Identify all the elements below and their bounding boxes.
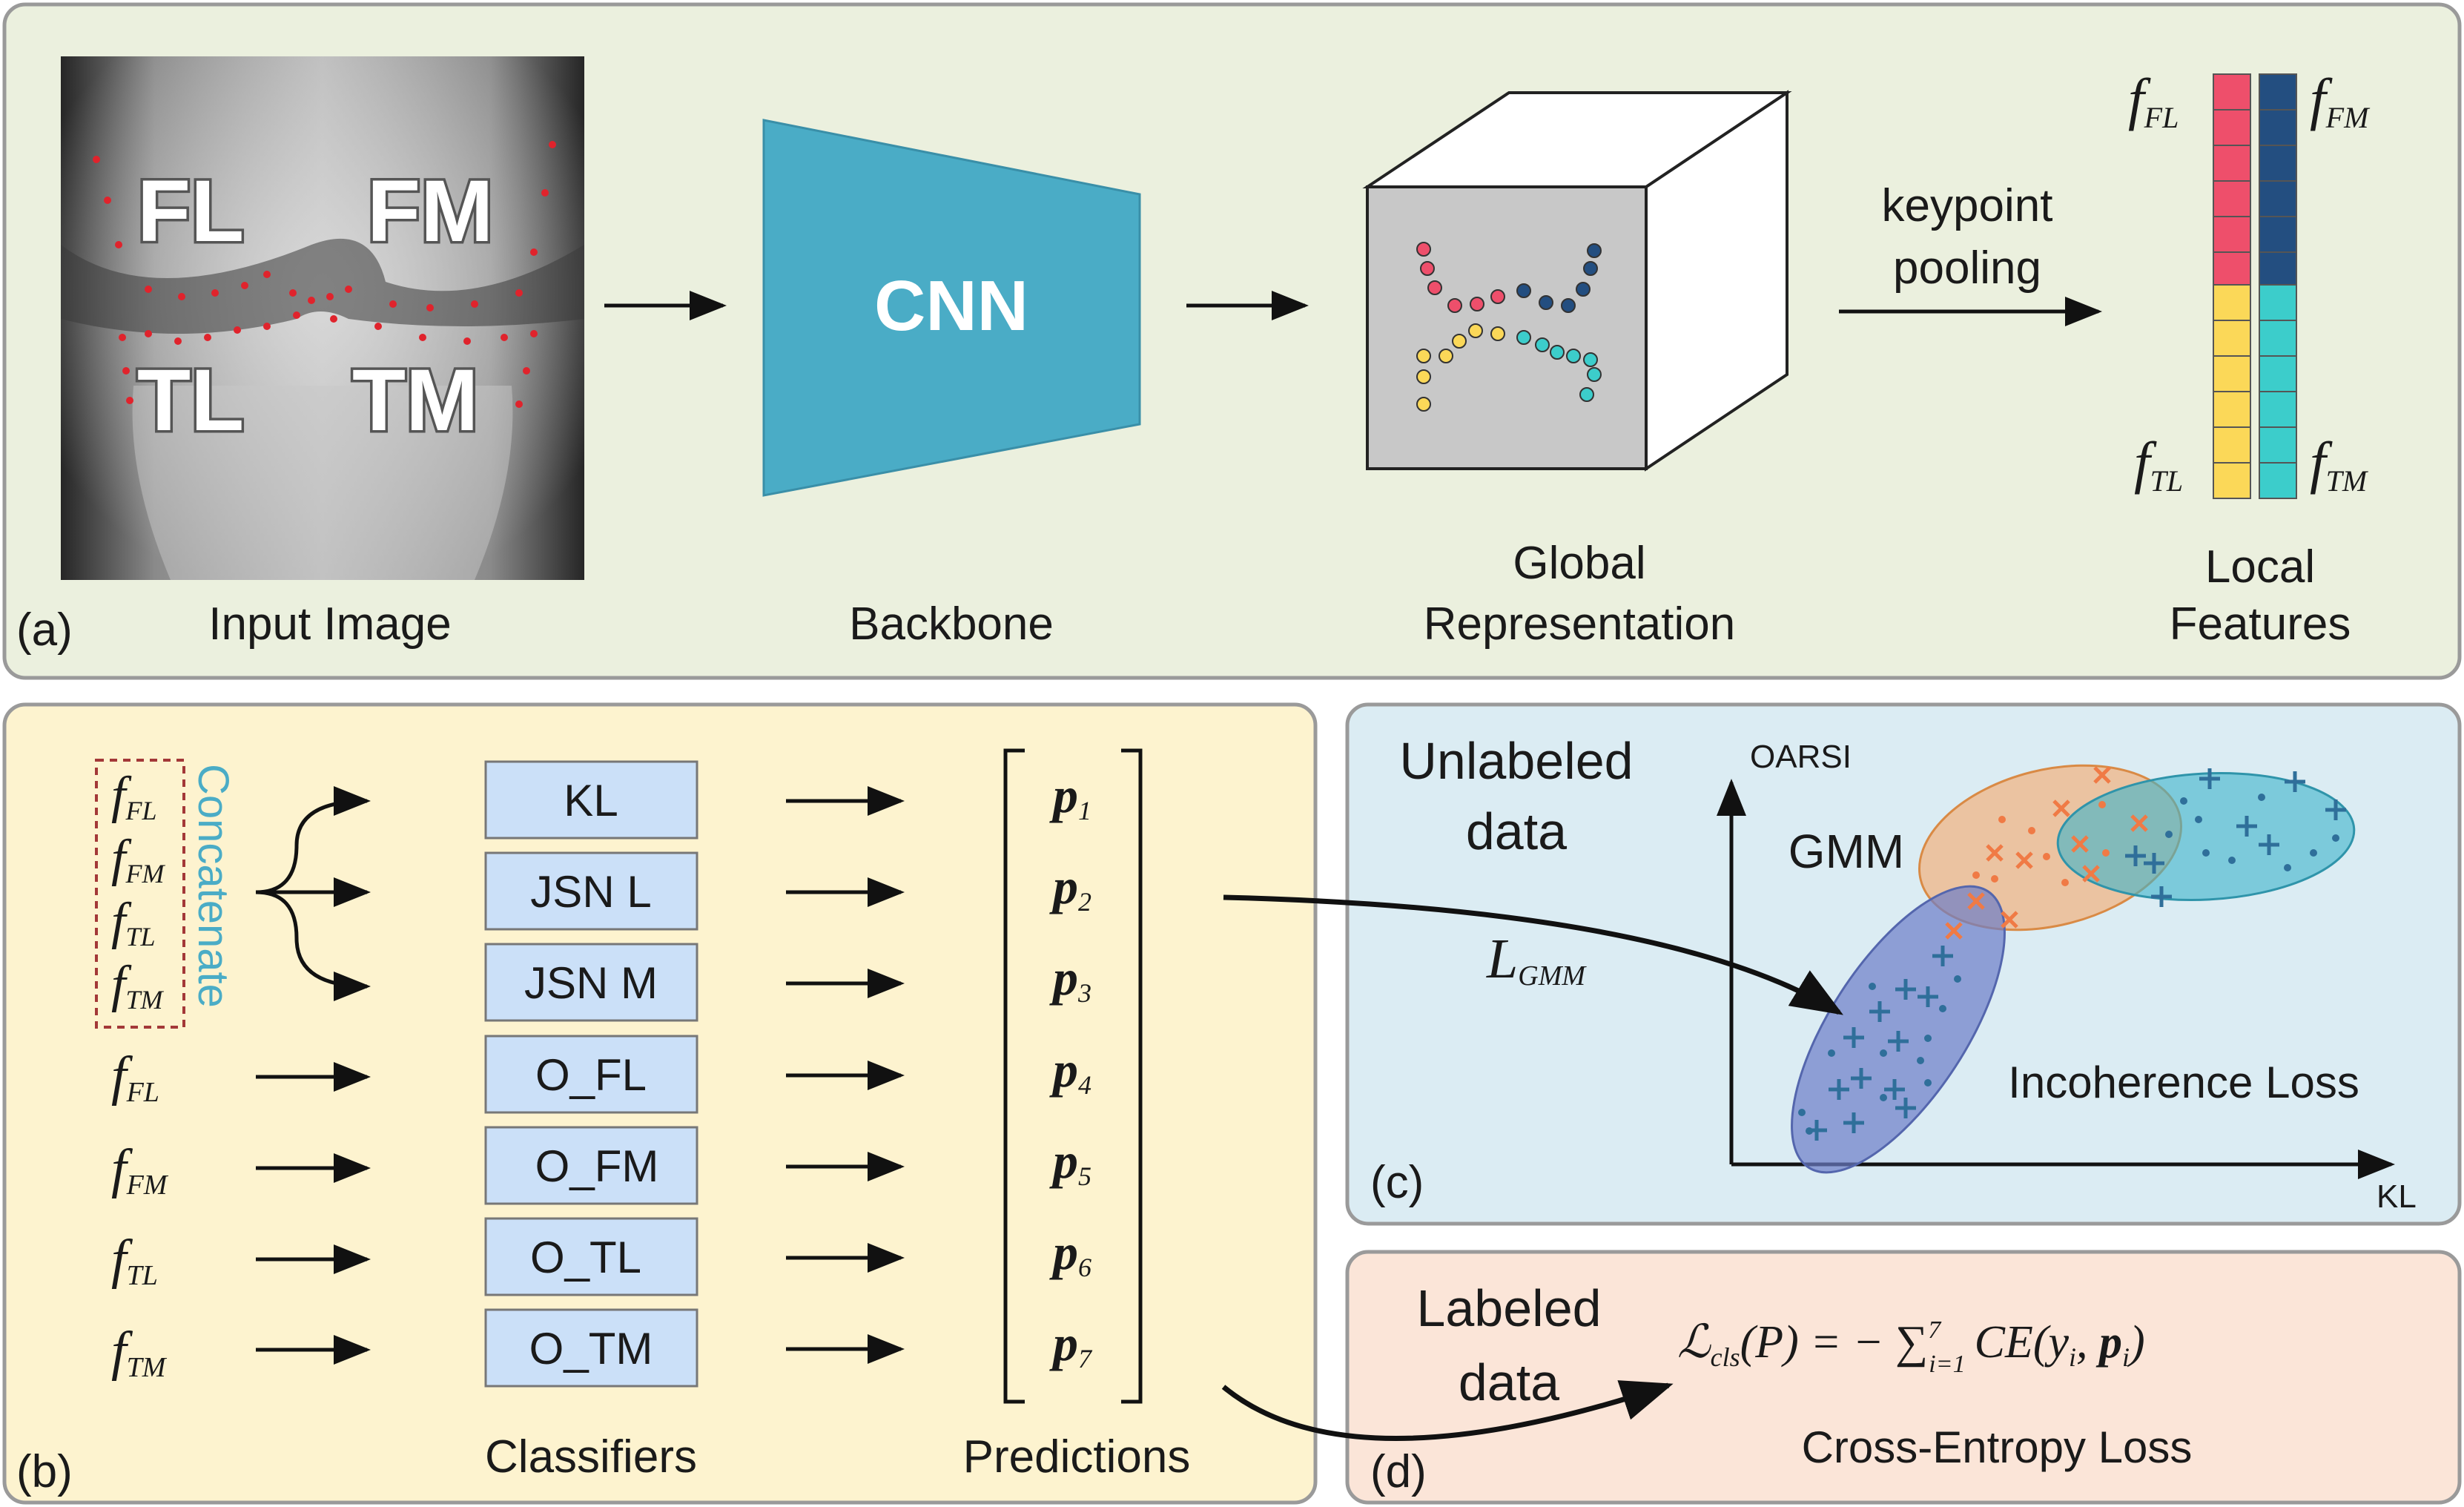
- classifier-label-o-tm: O_TM: [529, 1324, 653, 1374]
- xray-image: FL FM TL TM: [61, 56, 584, 580]
- concatenate-label: Concatenate: [189, 764, 237, 1008]
- keypoint-pooling-line1: keypoint: [1882, 180, 2053, 231]
- classifier-box-jsn-l: [484, 851, 698, 931]
- region-label-tm: TM: [352, 352, 478, 449]
- keypoint-pooling-line2: pooling: [1893, 243, 2041, 294]
- panel-b-letter: (b): [16, 1446, 73, 1497]
- prediction-bracket: [1003, 748, 1143, 1404]
- cluster-dots: [1798, 794, 2339, 1135]
- local-feature-columns: [2213, 73, 2297, 499]
- unlabeled-line2: data: [1466, 802, 1567, 860]
- panel-d-background: [1345, 1250, 2462, 1505]
- region-label-fm: FM: [367, 162, 493, 260]
- prediction-p2: p2: [1049, 858, 1091, 917]
- prediction-p7: p7: [1049, 1315, 1093, 1374]
- prediction-p4: p4: [1049, 1041, 1091, 1100]
- prediction-p6: p6: [1049, 1224, 1091, 1282]
- feature-dots-tm: [1516, 330, 1602, 402]
- classifier-to-prediction-arrows: [786, 786, 905, 1364]
- classifier-label-o-fl: O_FL: [535, 1050, 647, 1100]
- gmm-label: GMM: [1788, 825, 1904, 878]
- classifier-label-kl: KL: [564, 776, 618, 825]
- loss-gmm: LGMM: [1486, 928, 1587, 992]
- cnn-block: [762, 119, 1141, 497]
- arrow-predictions-to-labeled: [1221, 1380, 1674, 1441]
- feature-dots-fm: [1516, 243, 1602, 313]
- column-fm: [2259, 73, 2297, 288]
- classifier-box-o-fm: [484, 1126, 698, 1205]
- global-label-line2: Representation: [1424, 598, 1736, 650]
- classifier-label-jsn-m: JSN M: [524, 958, 658, 1008]
- cluster-orange-crosses: [1945, 766, 2148, 940]
- panel-c: (c) Unlabeled data LGMM OARSI KL GMM: [1345, 702, 2462, 1226]
- labeled-line1: Labeled: [1416, 1279, 1601, 1337]
- classifier-box-o-tm: [484, 1308, 698, 1388]
- prediction-p5: p5: [1049, 1132, 1091, 1191]
- classifier-box-o-fl: [484, 1035, 698, 1114]
- classifier-label-o-fm: O_FM: [535, 1141, 659, 1191]
- arrow-predictions-to-gmm: [1223, 894, 1843, 1015]
- classifier-boxes: [484, 760, 698, 1388]
- cluster-blue-crosses: [1806, 768, 2346, 1141]
- panel-a-background: [2, 2, 2462, 680]
- classifier-label-o-tl: O_TL: [530, 1233, 641, 1282]
- region-label-tl: TL: [137, 352, 244, 449]
- keypoint-dots: [93, 141, 556, 408]
- predictions-label: Predictions: [963, 1431, 1191, 1483]
- column-tm: [2259, 284, 2297, 499]
- labeled-line2: data: [1459, 1353, 1559, 1411]
- cnn-label: CNN: [874, 266, 1028, 346]
- prediction-p3: p3: [1049, 949, 1091, 1008]
- feature-to-classifier-arrows: [256, 1062, 371, 1365]
- classifier-box-o-tl: [484, 1217, 698, 1296]
- cross-entropy-label: Cross-Entropy Loss: [1802, 1422, 2193, 1472]
- unlabeled-line1: Unlabeled: [1399, 732, 1633, 790]
- gmm-component-teal: [2056, 771, 2356, 902]
- panel-c-letter: (c): [1370, 1157, 1424, 1208]
- local-label-line1: Local: [2205, 541, 2315, 593]
- classifier-box-jsn-m: [484, 943, 698, 1022]
- concat-feature-tm: fTM: [111, 956, 164, 1015]
- backbone-label: Backbone: [849, 598, 1054, 650]
- panel-a-letter: (a): [16, 604, 73, 656]
- incoherence-loss-label: Incoherence Loss: [2008, 1058, 2359, 1107]
- column-tl: [2213, 284, 2251, 499]
- classifiers-label: Classifiers: [485, 1431, 697, 1483]
- feature-dots-fl: [1416, 242, 1505, 313]
- local-feature-fl: fFL: [2128, 67, 2179, 134]
- column-fl: [2213, 73, 2251, 288]
- panel-a: FL FM TL TM Input Image (a) CNN Backbone: [2, 2, 2462, 680]
- local-label-line2: Features: [2170, 598, 2351, 650]
- y-axis-label: OARSI: [1750, 739, 1852, 775]
- concat-dashed-box: [95, 759, 185, 1029]
- concat-feature-tl: fTL: [111, 893, 156, 952]
- prediction-p1: p1: [1049, 767, 1091, 825]
- x-axis-label: KL: [2377, 1178, 2417, 1215]
- panel-d-letter: (d): [1370, 1446, 1427, 1497]
- branch-arrows: [255, 786, 371, 1001]
- panel-b: (b) fFL fFM fTL fTM Concatenate fFL fFM …: [2, 702, 1318, 1505]
- classifier-box-kl: [484, 760, 698, 840]
- global-representation-cube: [1362, 90, 1792, 472]
- feature-tm: fTM: [111, 1321, 168, 1383]
- input-image-label: Input Image: [208, 598, 451, 650]
- feature-dots-tl: [1416, 323, 1505, 412]
- classifier-label-jsn-l: JSN L: [530, 867, 651, 917]
- global-label-line1: Global: [1513, 538, 1645, 589]
- region-label-fl: FL: [137, 162, 244, 260]
